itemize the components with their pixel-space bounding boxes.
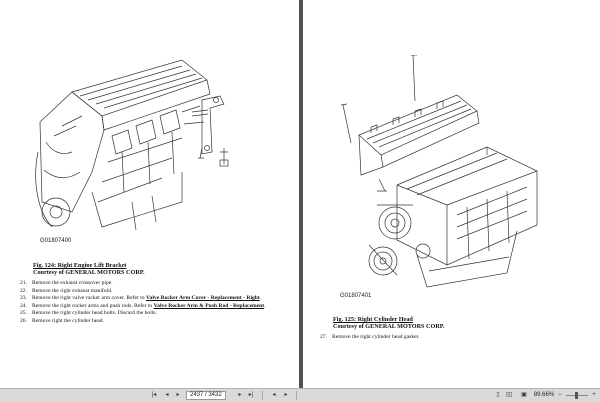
figure-code: G01807400 bbox=[40, 238, 72, 244]
figure-courtesy: Courtesy of GENERAL MOTORS CORP. bbox=[333, 323, 445, 330]
procedure-steps: 27.Remove the right cylinder head gasket… bbox=[320, 334, 590, 342]
step-item: 21.Remove the exhaust crossover pipe. bbox=[20, 280, 113, 286]
figure-caption: Fig. 125: Right Cylinder Head Courtesy o… bbox=[333, 316, 445, 330]
zoom-slider-thumb[interactable] bbox=[575, 392, 578, 399]
fit-page-icon[interactable]: ▣ bbox=[521, 392, 527, 398]
go-forward-icon[interactable]: ▸ bbox=[284, 392, 288, 398]
engine-lift-bracket-illustration bbox=[35, 59, 229, 231]
next-page-icon[interactable]: ▸ bbox=[238, 392, 242, 398]
figure-courtesy: Courtesy of GENERAL MOTORS CORP. bbox=[33, 269, 145, 276]
valve-rocker-arm-cover-link[interactable]: Valve Rocker Arm Cover - Replacement - R… bbox=[146, 295, 260, 302]
zoom-out-icon[interactable]: − bbox=[558, 392, 562, 398]
right-page: G01807401 Fig. 125: Right Cylinder Head … bbox=[303, 0, 600, 388]
next-page-icon[interactable]: ▸ bbox=[176, 392, 180, 398]
figure-code: G01807401 bbox=[340, 293, 372, 299]
divider bbox=[262, 391, 263, 400]
step-item: 24.Remove the right rocker arms and push… bbox=[20, 302, 266, 309]
figure-title: Fig. 124: Right Engine Lift Bracket bbox=[33, 262, 127, 269]
procedure-steps: 21.Remove the exhaust crossover pipe. 22… bbox=[20, 280, 295, 326]
zoom-in-icon[interactable]: + bbox=[592, 392, 596, 398]
figure-title: Fig. 125: Right Cylinder Head bbox=[333, 316, 413, 323]
previous-page-icon[interactable]: ◂ bbox=[165, 392, 169, 398]
step-item: 22.Remove the right exhaust manifold. bbox=[20, 287, 113, 294]
zoom-level[interactable]: 89.66% bbox=[533, 392, 555, 398]
viewer-status-bar: |◂ ◂ ▸ 2437 / 3432 ▸ ▸| ◂ ▸ ▯ ▯▯ ▣ 89.66… bbox=[0, 388, 600, 402]
figure-caption: Fig. 124: Right Engine Lift Bracket Cour… bbox=[33, 262, 145, 276]
step-item: 26.Remove right the cylinder head. bbox=[20, 317, 104, 324]
first-page-icon[interactable]: |◂ bbox=[151, 392, 157, 398]
go-back-icon[interactable]: ◂ bbox=[272, 392, 276, 398]
step-item: 27.Remove the right cylinder head gasket… bbox=[320, 334, 420, 340]
page-number-field[interactable]: 2437 / 3432 bbox=[186, 391, 226, 400]
cylinder-head-illustration bbox=[340, 55, 538, 288]
step-item: 23.Remove the right valve rocker arm cov… bbox=[20, 295, 262, 302]
two-page-icon[interactable]: ▯▯ bbox=[505, 392, 513, 398]
divider bbox=[296, 391, 297, 400]
valve-rocker-arm-push-rod-link[interactable]: Valve Rocker Arm & Push Rod - Replacemen… bbox=[153, 302, 265, 309]
single-page-icon[interactable]: ▯ bbox=[496, 392, 500, 398]
last-page-icon[interactable]: ▸| bbox=[248, 392, 254, 398]
left-page: G01807400 Fig. 124: Right Engine Lift Br… bbox=[0, 0, 299, 388]
step-item: 25.Remove the right cylinder head bolts.… bbox=[20, 310, 157, 317]
